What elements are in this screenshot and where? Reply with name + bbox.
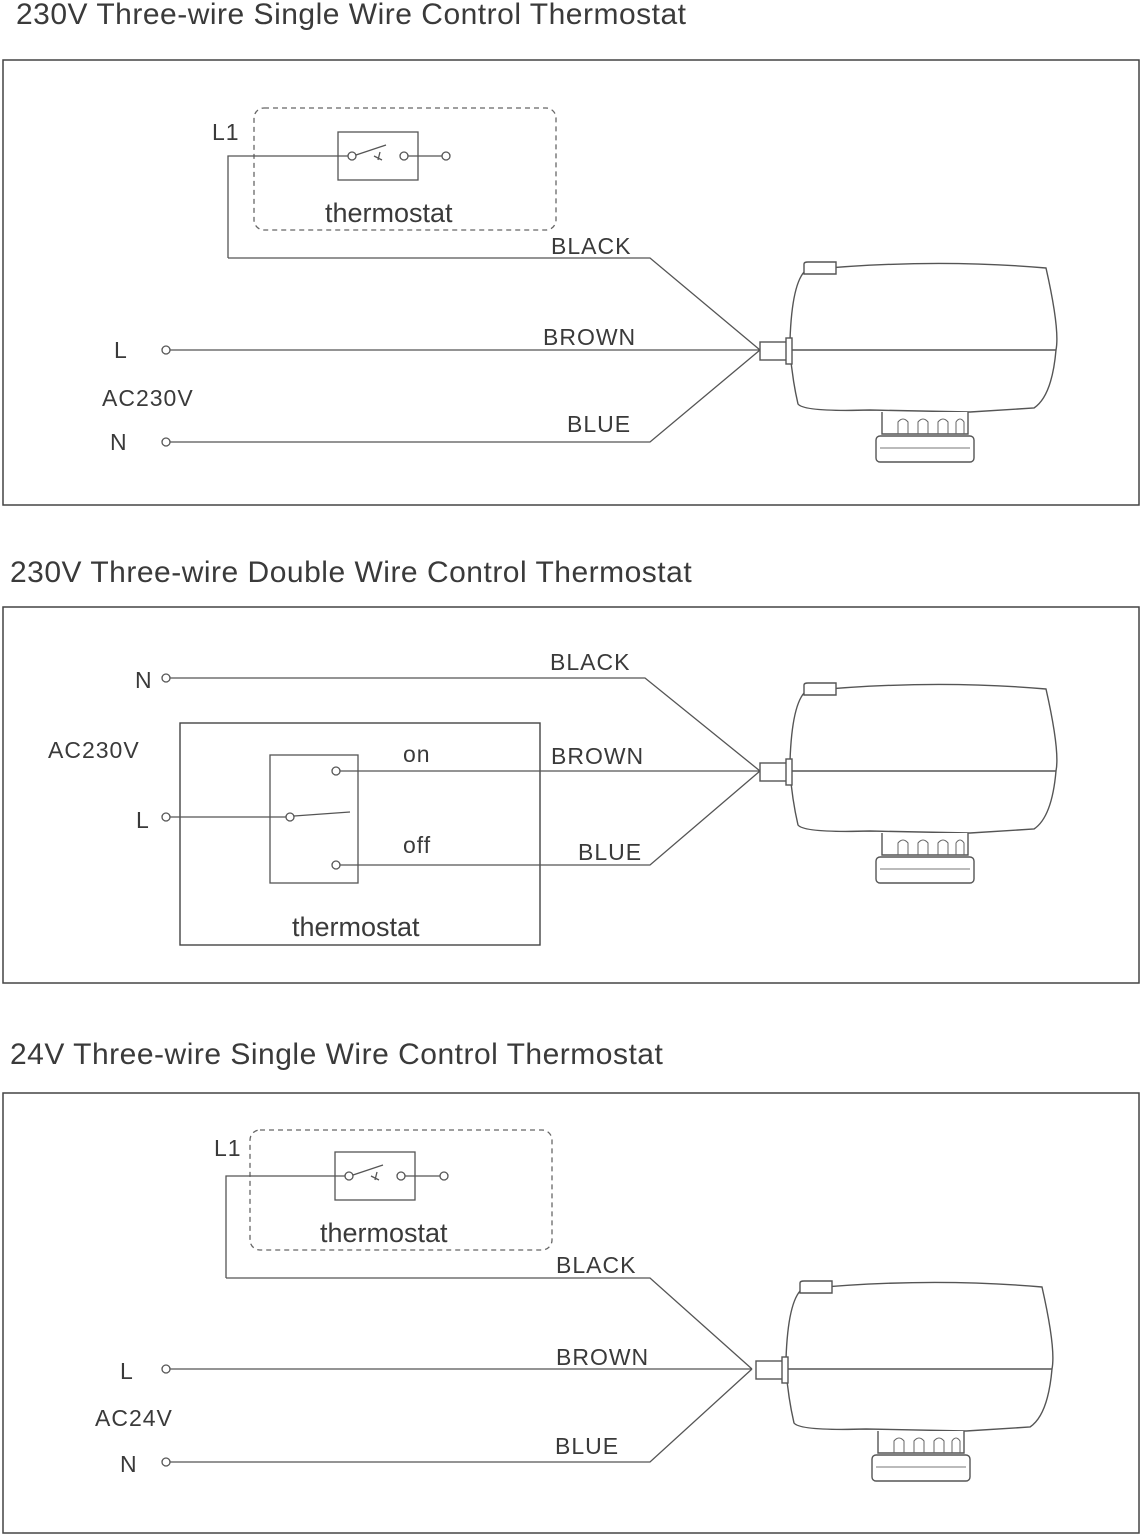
common-contact — [285, 812, 295, 822]
n-terminal — [161, 673, 171, 683]
diagram-frame — [2, 606, 1140, 984]
switch-contact — [399, 151, 409, 161]
n-label: N — [120, 1451, 138, 1477]
thermostat-label: thermostat — [292, 912, 420, 942]
n-terminal — [161, 1457, 171, 1467]
blue-label: BLUE — [555, 1433, 619, 1459]
brown-label: BROWN — [551, 743, 644, 769]
diagram-frame — [2, 1092, 1140, 1534]
thermostat-dashed-box — [249, 1129, 553, 1251]
thermostat-label: thermostat — [320, 1218, 448, 1248]
on-contact — [331, 766, 341, 776]
thermostat-label: thermostat — [325, 198, 453, 228]
off-label: off — [403, 832, 431, 858]
brown-label: BROWN — [543, 324, 636, 350]
diagram-title: 24V Three-wire Single Wire Control Therm… — [10, 1038, 663, 1071]
switch-blade — [293, 811, 351, 817]
l1-label: L1 — [212, 119, 240, 145]
blue-wire — [340, 770, 761, 866]
on-label: on — [403, 741, 431, 767]
diagram-title: 230V Three-wire Single Wire Control Ther… — [16, 0, 687, 31]
switch-contact — [344, 1171, 354, 1181]
blue-wire — [170, 1368, 753, 1463]
black-label: BLACK — [551, 233, 631, 259]
switch-contact — [396, 1171, 406, 1181]
actuator-icon — [759, 682, 1058, 884]
l1-wire — [225, 1175, 345, 1278]
actuator-icon — [759, 261, 1058, 463]
blue-label: BLUE — [578, 839, 642, 865]
diagram-24v-single: 24V Three-wire Single Wire Control Therm… — [2, 1038, 1140, 1534]
terminal — [439, 1171, 449, 1181]
voltage-label: AC24V — [95, 1405, 173, 1431]
off-contact — [331, 860, 341, 870]
diagram-title: 230V Three-wire Double Wire Control Ther… — [10, 556, 692, 589]
terminal — [441, 151, 451, 161]
brown-label: BROWN — [556, 1344, 649, 1370]
blue-wire — [170, 349, 761, 443]
black-label: BLACK — [550, 649, 630, 675]
diagram-frame — [2, 59, 1140, 506]
diagram-230v-double: 230V Three-wire Double Wire Control Ther… — [2, 556, 1140, 984]
switch-box — [269, 754, 359, 884]
l-label: L — [114, 337, 128, 363]
n-label: N — [135, 667, 153, 693]
blue-label: BLUE — [567, 411, 631, 437]
black-label: BLACK — [556, 1252, 636, 1278]
switch-blade-icon — [352, 1164, 384, 1181]
l-label: L — [120, 1358, 134, 1384]
l-terminal — [161, 345, 171, 355]
switch-blade-icon — [355, 144, 387, 161]
l1-wire — [227, 155, 348, 258]
thermostat-box — [179, 722, 541, 946]
voltage-label: AC230V — [102, 385, 194, 411]
black-wire — [170, 677, 761, 772]
actuator-icon — [755, 1280, 1054, 1482]
black-wire — [228, 257, 761, 351]
n-terminal — [161, 437, 171, 447]
voltage-label: AC230V — [48, 737, 140, 763]
n-label: N — [110, 429, 128, 455]
l1-label: L1 — [214, 1135, 242, 1161]
l-terminal — [161, 1364, 171, 1374]
l-terminal — [161, 812, 171, 822]
diagram-230v-single: 230V Three-wire Single Wire Control Ther… — [2, 0, 1140, 506]
switch-contact — [347, 151, 357, 161]
l-label: L — [136, 807, 150, 833]
black-wire — [226, 1277, 753, 1370]
